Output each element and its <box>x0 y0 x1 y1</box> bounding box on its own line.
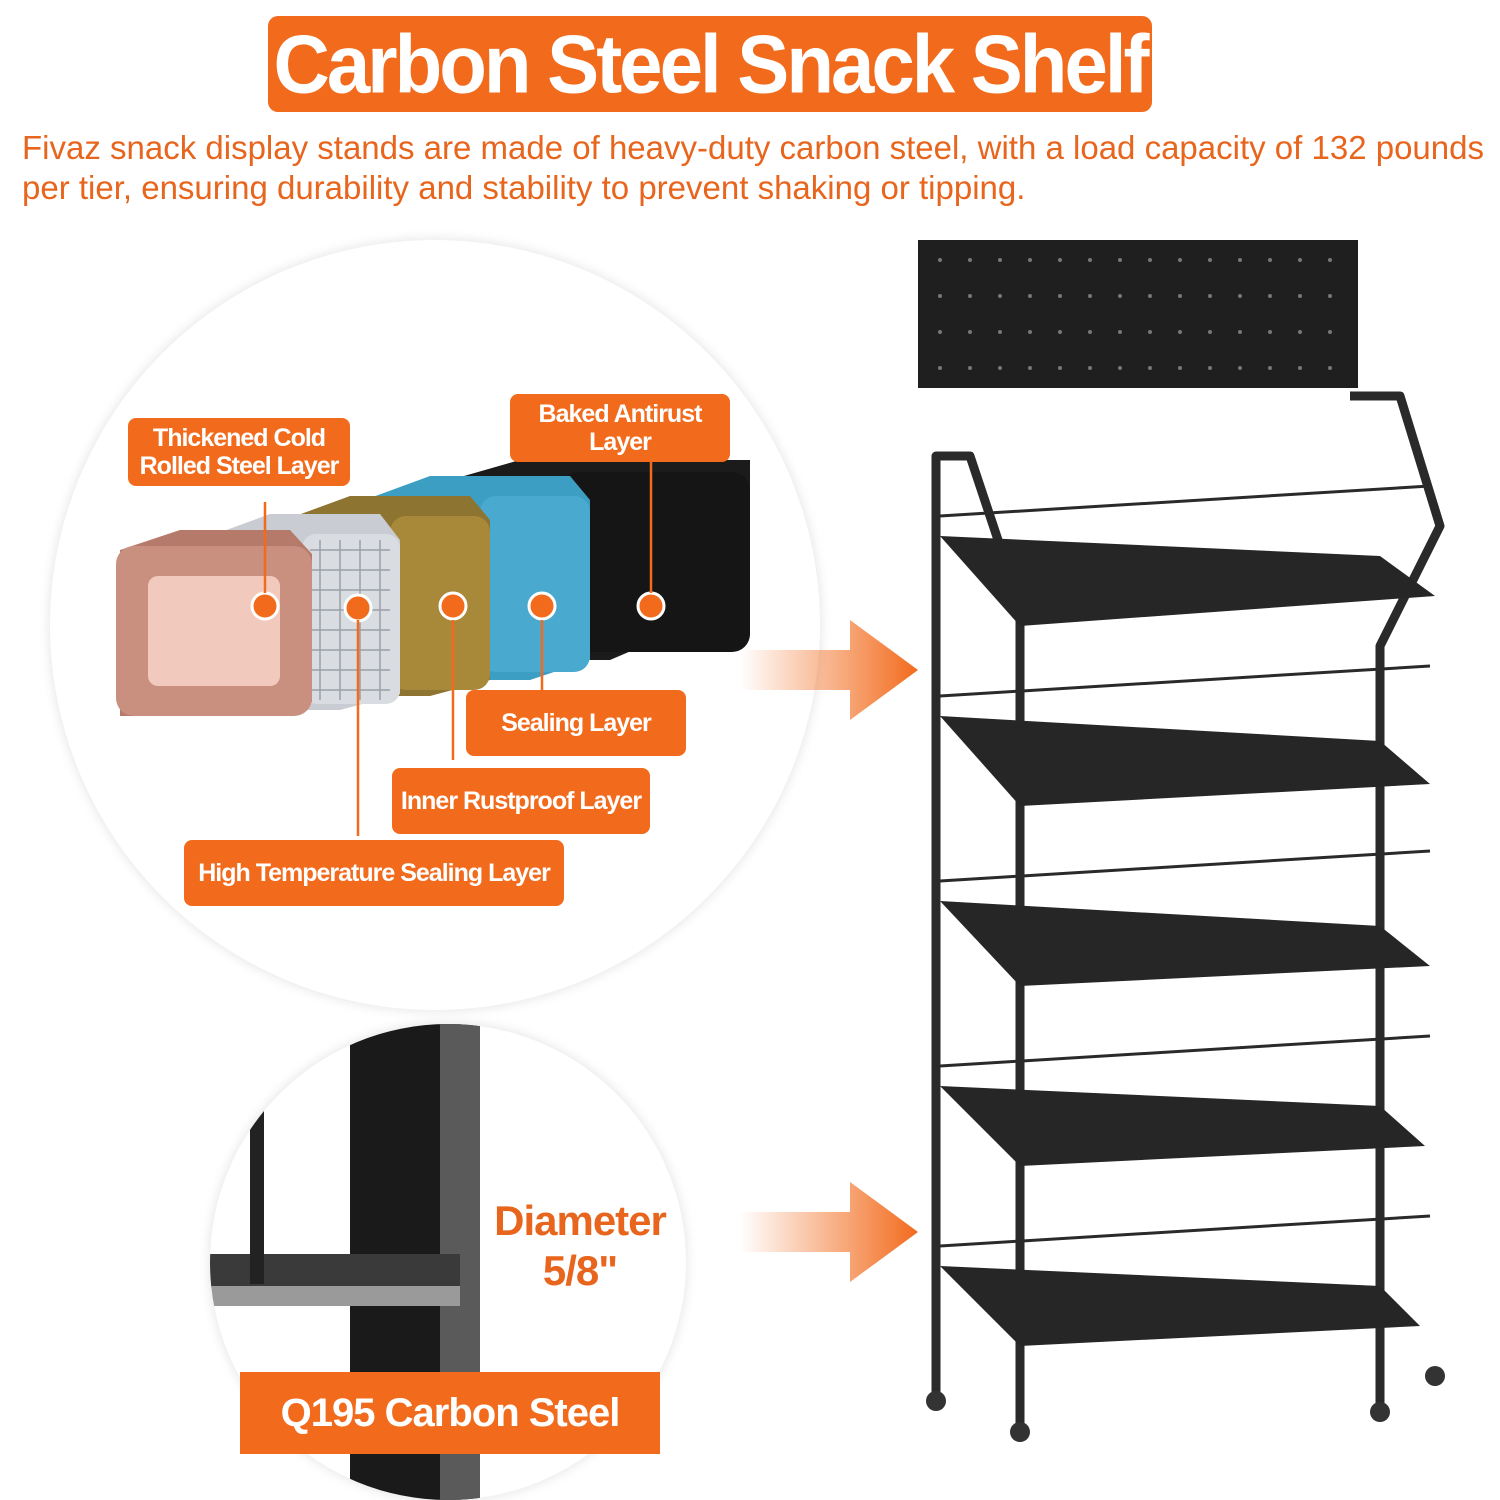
callout-baked-antirust: Baked Antirust Layer <box>510 394 730 462</box>
arrow-right-icon <box>740 1182 918 1282</box>
material-label: Q195 Carbon Steel <box>240 1372 660 1454</box>
title-banner: Carbon Steel Snack Shelf <box>268 16 1152 112</box>
arrow-right-icon <box>740 620 918 720</box>
layered-tube-illustration <box>116 460 750 836</box>
callout-sealing-layer: Sealing Layer <box>466 690 686 756</box>
page-title: Carbon Steel Snack Shelf <box>273 16 1150 111</box>
diameter-annotation: Diameter 5/8" <box>480 1196 680 1296</box>
diameter-label: Diameter <box>494 1197 667 1244</box>
callout-inner-rustproof: Inner Rustproof Layer <box>392 768 650 834</box>
callout-high-temperature-sealing: High Temperature Sealing Layer <box>184 840 564 906</box>
diameter-value: 5/8" <box>542 1247 618 1294</box>
layer-detail-circle: Thickened Cold Rolled Steel Layer Baked … <box>50 240 820 1010</box>
snack-shelf-illustration <box>918 240 1445 1442</box>
description-text: Fivaz snack display stands are made of h… <box>22 129 1484 206</box>
callout-thickened-cold-rolled: Thickened Cold Rolled Steel Layer <box>128 418 350 486</box>
